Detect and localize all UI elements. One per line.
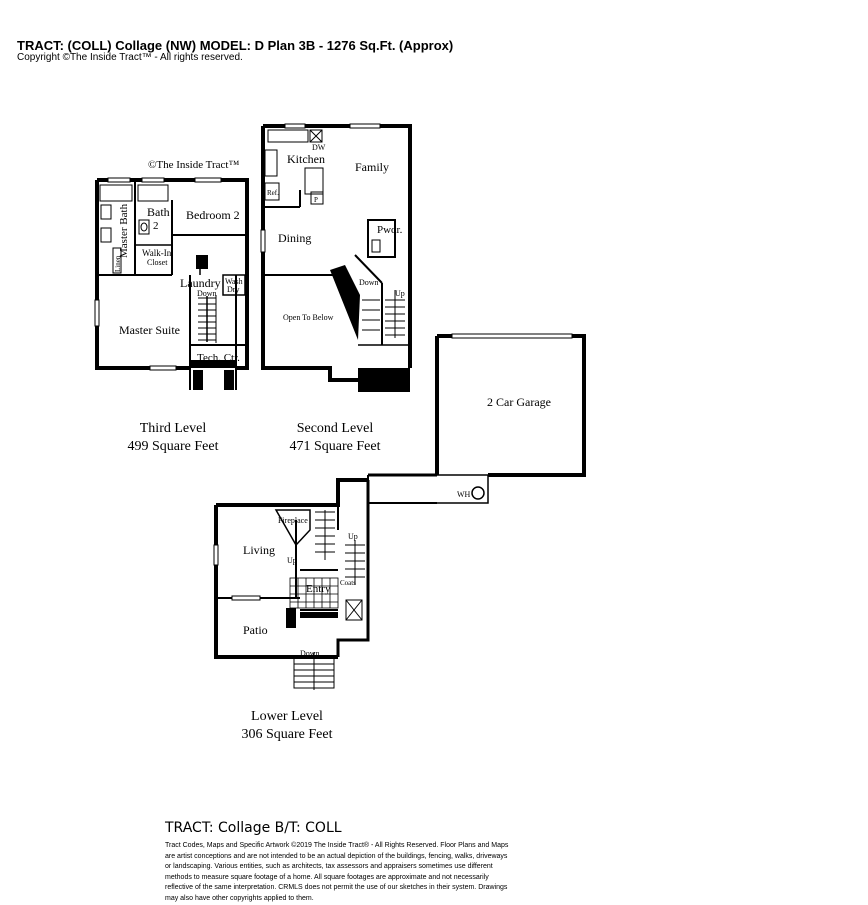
second-level-plan <box>260 123 412 392</box>
lower-level-caption: Lower Level <box>251 709 323 724</box>
page-title: TRACT: (COLL) Collage (NW) MODEL: D Plan… <box>17 38 454 53</box>
lower-level-area: 306 Square Feet <box>242 727 333 742</box>
stair-label-up-2: Up <box>348 532 358 541</box>
room-label-patio: Patio <box>243 623 268 637</box>
room-label-ref: Ref. <box>267 189 279 197</box>
room-label-water-heater: WH <box>457 490 471 499</box>
room-label-tech-center: Tech. Ctr. <box>197 352 240 364</box>
room-label-powder: Pwdr. <box>377 224 403 236</box>
room-label-kitchen: Kitchen <box>287 152 325 166</box>
room-label-dining: Dining <box>278 231 311 245</box>
room-label-pantry: P <box>314 196 318 204</box>
second-level-labels: Kitchen DW Family Ref. P Dining Pwdr. Do… <box>267 143 405 454</box>
room-label-entry: Entry <box>306 583 331 595</box>
stair-label-down: Down <box>197 289 217 298</box>
room-label-master-suite: Master Suite <box>119 323 180 337</box>
lower-level-labels: Fireplace Living Up Up Entry Coats Patio… <box>242 516 358 742</box>
stair-label-up: Up <box>287 556 297 565</box>
room-label-family: Family <box>355 160 389 174</box>
third-level-plan <box>94 177 249 390</box>
room-label-coats: Coats <box>340 579 356 587</box>
third-level-area: 499 Square Feet <box>128 439 219 454</box>
room-label-wash: Wash <box>225 277 243 286</box>
stair-label-down: Down <box>300 649 320 658</box>
room-label-dry: Dry <box>227 285 239 294</box>
room-label-fireplace: Fireplace <box>278 516 308 525</box>
third-level-caption: Third Level <box>140 421 207 436</box>
room-label-linen: Linen <box>114 255 122 272</box>
tract-footer: TRACT: Collage B/T: COLL <box>165 820 342 836</box>
stair-label-up: Up <box>395 289 405 298</box>
lower-level-plan <box>213 478 370 690</box>
room-label-open-to-below: Open To Below <box>283 313 334 322</box>
room-label-closet: Closet <box>147 258 168 267</box>
disclaimer-text: Tract Codes, Maps and Specific Artwork ©… <box>165 842 509 902</box>
room-label-dw: DW <box>312 143 326 152</box>
garage-plan <box>367 333 586 504</box>
copyright-notice: Copyright ©The Inside Tract™ - All right… <box>17 52 243 63</box>
room-label-bath2: Bath <box>147 205 170 219</box>
room-label-laundry: Laundry <box>180 276 221 290</box>
third-level-labels: ©The Inside Tract™ Bath 2 Bedroom 2 Mast… <box>114 159 243 454</box>
room-label-bath2-number: 2 <box>153 220 159 232</box>
room-label-garage: 2 Car Garage <box>487 395 551 409</box>
room-label-living: Living <box>243 543 275 557</box>
stair-label-down: Down <box>359 278 379 287</box>
garage-labels: 2 Car Garage WH <box>457 395 551 499</box>
plan-watermark: ©The Inside Tract™ <box>148 159 239 171</box>
room-label-master-bath: Master Bath <box>118 203 130 258</box>
second-level-caption: Second Level <box>297 421 374 436</box>
second-level-area: 471 Square Feet <box>290 439 381 454</box>
room-label-bedroom2: Bedroom 2 <box>186 208 240 222</box>
room-label-walkin: Walk-In <box>142 248 172 258</box>
